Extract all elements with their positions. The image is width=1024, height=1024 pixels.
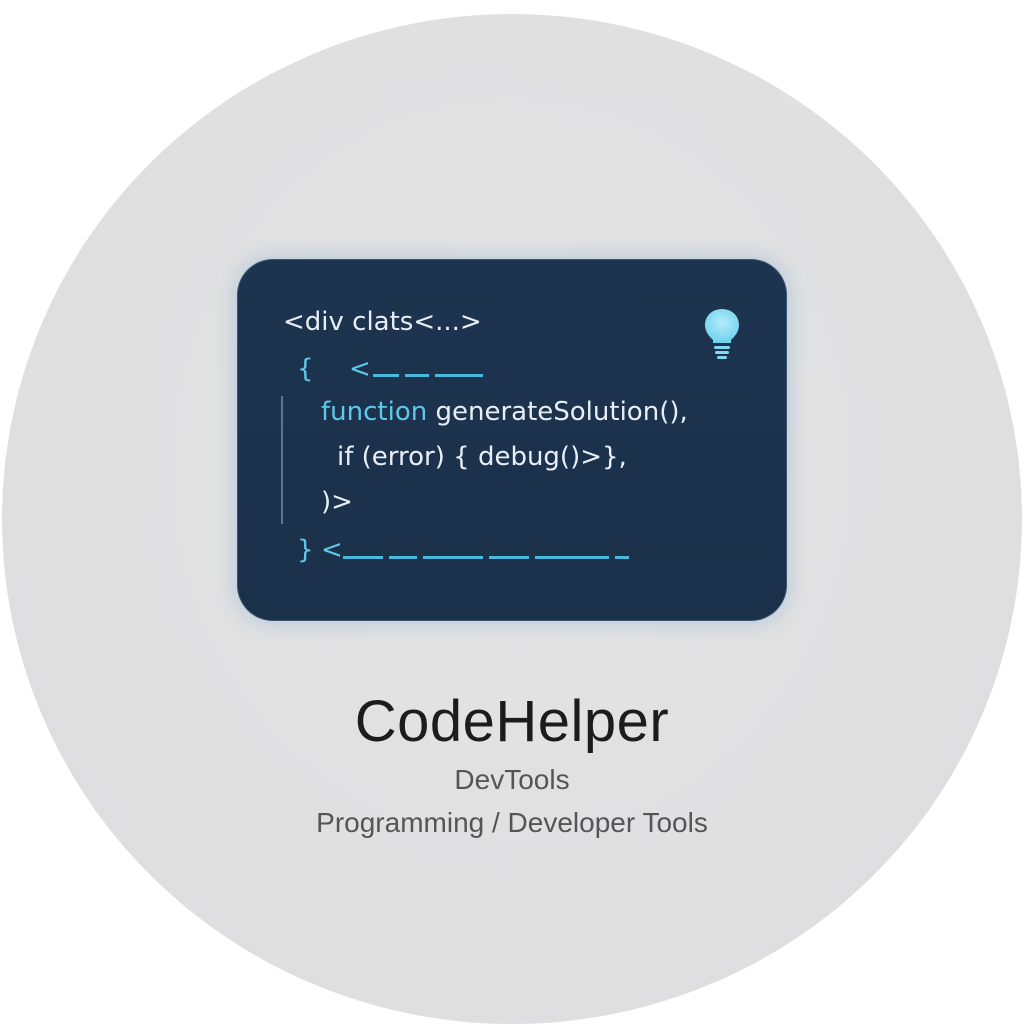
code-line-4: if (error) { debug()>}, — [337, 442, 627, 472]
code-line-1: <div clats<...> — [283, 307, 482, 337]
code-line-3-rest: generateSolution(), — [427, 397, 688, 427]
code-line-5: )> — [321, 487, 353, 517]
code-card: <div clats<...> { < function generateSol… — [237, 259, 787, 621]
code-dash — [615, 556, 629, 559]
app-title: CodeHelper — [354, 689, 670, 754]
code-dash — [535, 556, 609, 559]
code-dash — [489, 556, 529, 559]
code-dash — [373, 374, 399, 377]
code-dash — [423, 556, 483, 559]
code-line-6-brace: } — [297, 535, 314, 565]
code-line-3: function generateSolution(), — [321, 397, 688, 427]
code-dash — [405, 374, 429, 377]
code-dash — [389, 556, 417, 559]
code-keyword: function — [321, 397, 428, 427]
code-line-2-arrow: < — [349, 354, 371, 384]
code-dash — [435, 374, 483, 377]
app-category: Programming / Developer Tools — [316, 807, 708, 838]
app-developer: DevTools — [454, 764, 570, 795]
code-line-6-arrow: < — [321, 535, 343, 565]
code-line-2-brace: { — [297, 354, 314, 384]
code-dash — [343, 556, 383, 559]
code-indent-guide — [281, 396, 283, 524]
lightbulb-icon — [705, 309, 739, 359]
